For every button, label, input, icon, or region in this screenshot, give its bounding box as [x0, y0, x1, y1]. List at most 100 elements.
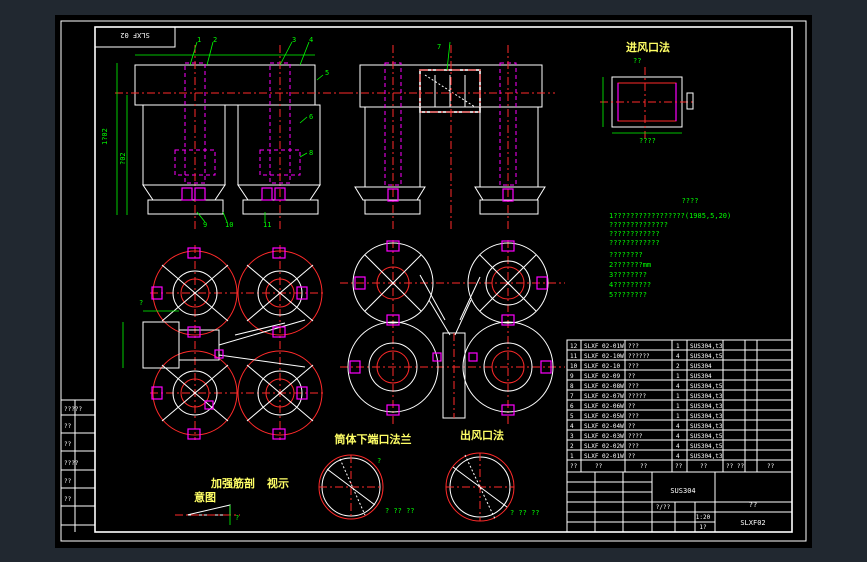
svg-text:????????????: ???????????? [609, 239, 660, 247]
bom-cell-no: 9 [570, 373, 574, 380]
svg-text:? ?? ??: ? ?? ?? [385, 507, 415, 515]
bom-header-code: ?? [595, 463, 603, 470]
cad-viewport[interactable]: SLXF 02 1?02 ?02 1 2 3 [55, 15, 812, 548]
svg-text:??: ?? [64, 478, 72, 485]
bom-cell-code: SLXF 02-08W [584, 383, 624, 390]
svg-text:6: 6 [309, 113, 313, 121]
svg-text:??: ?? [64, 423, 72, 430]
svg-text:??: ?? [633, 57, 641, 65]
front-view-left: 1?02 ?02 [101, 45, 345, 230]
stiffener-detail: 加强筋剖 视示 意图 ? [175, 476, 289, 525]
bom-cell-qty: 1 [676, 393, 680, 400]
bom-cell-code: SLXF 02-10W [584, 353, 624, 360]
svg-text:加强筋剖: 加强筋剖 [210, 476, 255, 490]
bom-cell-mat: SUS304 [690, 363, 712, 370]
bottom-flange-title: 筒体下端口法兰 [335, 432, 412, 446]
svg-text:2: 2 [213, 36, 217, 44]
bom-cell-mat: SUS304,t5 [690, 383, 723, 390]
svg-text:?/??: ?/?? [656, 504, 671, 511]
bom-header-rem: ?? [767, 463, 775, 470]
bom-cell-mat: SUS304,t3 [690, 343, 723, 350]
bom-cell-mat: SUS304,t3 [690, 403, 723, 410]
bom-cell-name: ?? [628, 423, 636, 430]
front-view-right: 7 [345, 41, 555, 230]
bom-cell-no: 10 [570, 363, 578, 370]
bom-cell-code: SLXF 02-02W [584, 443, 624, 450]
inlet-flange-title: 进风口法 [626, 40, 670, 54]
bom-cell-name: ???? [628, 433, 643, 440]
outlet-flange-title: 出风口法 [460, 428, 504, 442]
svg-text:4: 4 [309, 36, 313, 44]
bom-cell-no: 5 [570, 413, 574, 420]
bom-cell-no: 3 [570, 433, 574, 440]
bom-cell-no: 6 [570, 403, 574, 410]
bom-cell-name: ?????? [628, 353, 650, 360]
svg-text:11: 11 [263, 221, 271, 229]
svg-text:5: 5 [325, 69, 329, 77]
drawing-canvas: SLXF 02 1?02 ?02 1 2 3 [60, 20, 807, 542]
bom-cell-mat: SUS304,t5 [690, 353, 723, 360]
svg-text:????: ???? [682, 197, 699, 205]
svg-text:? ?? ??: ? ?? ?? [510, 509, 540, 517]
bom-cell-name: ??? [628, 363, 639, 370]
inner-frame [94, 26, 793, 533]
svg-text:?02: ?02 [119, 152, 127, 165]
svg-text:??: ?? [64, 496, 72, 503]
bom-cell-code: SLXF 02-04W [584, 423, 624, 430]
drawing-no-rotated: SLXF 02 [120, 31, 150, 39]
bom-cell-qty: 4 [676, 453, 680, 460]
bom-cell-mat: SUS304 [690, 373, 712, 380]
svg-text:1?: 1? [699, 524, 707, 531]
bom-header-mat: ?? [700, 463, 708, 470]
bom-cell-mat: SUS304,t3 [690, 393, 723, 400]
svg-text:1:20: 1:20 [696, 514, 711, 521]
bom-cell-name: ????? [628, 393, 646, 400]
bom-cell-qty: 1 [676, 343, 680, 350]
svg-text:??????????????: ?????????????? [609, 221, 668, 229]
bom-cell-qty: 1 [676, 373, 680, 380]
svg-text:?: ? [139, 299, 143, 307]
bom-cell-name: ??? [628, 383, 639, 390]
plan-view-right [340, 240, 565, 425]
svg-text:1: 1 [197, 36, 201, 44]
svg-text:??: ?? [64, 441, 72, 448]
svg-text:7: 7 [437, 43, 441, 51]
svg-text:??: ?? [749, 501, 757, 509]
svg-text:1?????????????????(1985,5,20): 1?????????????????(1985,5,20) [609, 212, 731, 220]
svg-text:2???????mm: 2???????mm [609, 261, 651, 269]
bom-cell-code: SLXF 02-06W [584, 403, 624, 410]
bom-cell-no: 1 [570, 453, 574, 460]
bom-cell-code: SLXF 02-01W [584, 343, 624, 350]
title-block: SUS304 ?? SLXF02 1:20 1? ?/?? [566, 471, 793, 533]
svg-text:10: 10 [225, 221, 233, 229]
bom-cell-qty: 4 [676, 433, 680, 440]
bom-cell-qty: 1 [676, 413, 680, 420]
bom-cell-name: ??? [628, 343, 639, 350]
technical-notes: ???? 1?????????????????(1985,5,20) ?????… [609, 197, 731, 299]
svg-text:????: ???? [639, 137, 656, 145]
svg-text:5????????: 5???????? [609, 291, 647, 299]
bom-cell-mat: SUS304,t3 [690, 453, 723, 460]
svg-text:1?02: 1?02 [101, 128, 109, 145]
bom-cell-code: SLXF 02-09 [584, 373, 621, 380]
bom-header-no: ?? [570, 463, 578, 470]
bom-cell-qty: 4 [676, 383, 680, 390]
bom-cell-code: SLXF 02-05W [584, 413, 624, 420]
bom-cell-mat: SUS304,t5 [690, 443, 723, 450]
bom-cell-name: ?? [628, 373, 636, 380]
bom-cell-no: 7 [570, 393, 574, 400]
part-leaders-left: 1 2 3 4 5 6 8 9 10 11 [189, 36, 329, 229]
bom-cell-no: 2 [570, 443, 574, 450]
bom-header-wt: ?? ?? [726, 463, 744, 470]
bom-cell-code: SLXF 02-10 [584, 363, 621, 370]
bom-cell-no: 4 [570, 423, 574, 430]
bom-cell-qty: 2 [676, 363, 680, 370]
bom-cell-name: ?? [628, 453, 636, 460]
bom-cell-qty: 4 [676, 443, 680, 450]
drawing-no-box [94, 26, 176, 48]
inlet-flange-detail: 进风口法 ?? ???? [600, 40, 695, 145]
bom-cell-code: SLXF 02-03W [584, 433, 624, 440]
bottom-flange-detail: 筒体下端口法兰 ? ?? ?? ? [318, 432, 415, 520]
svg-text:????????: ???????? [609, 251, 643, 259]
svg-text:3????????: 3???????? [609, 271, 647, 279]
